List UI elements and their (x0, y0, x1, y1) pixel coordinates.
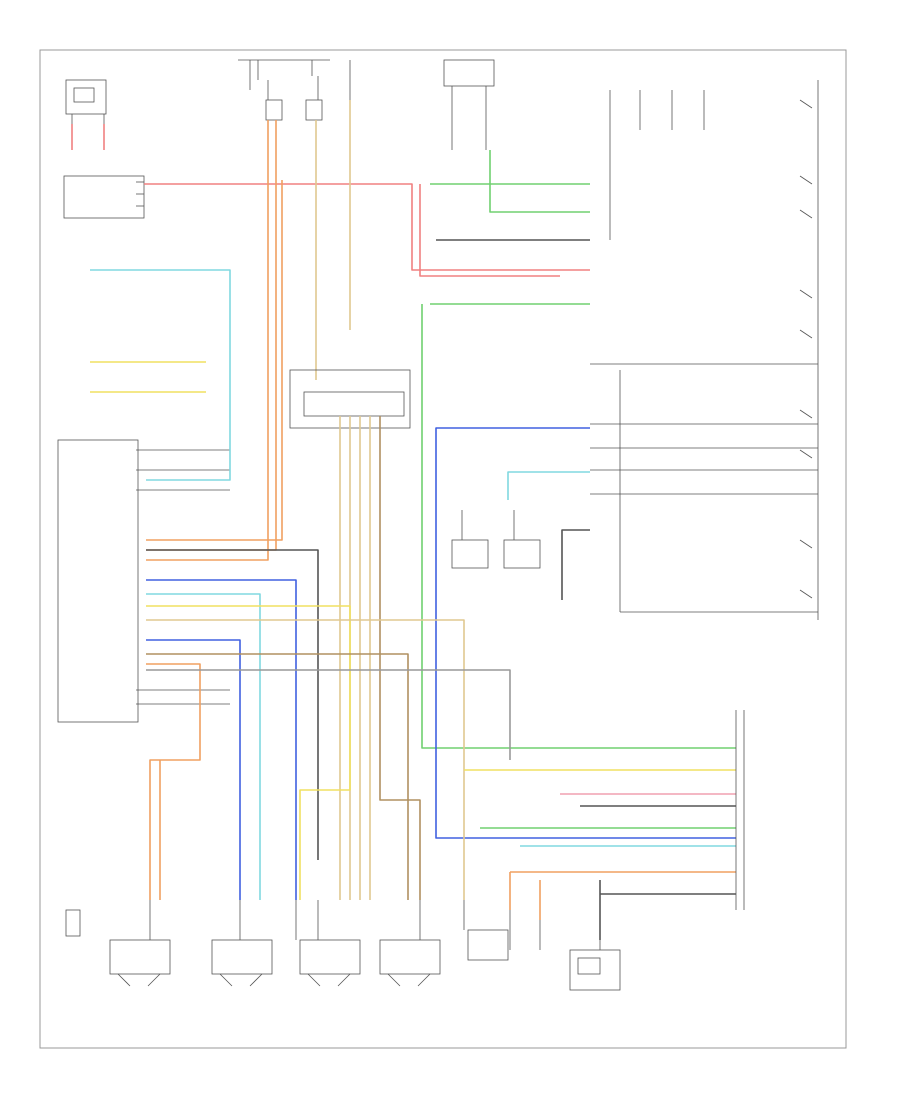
right-switch-block (590, 80, 819, 620)
right-temp-actuator (299, 939, 361, 987)
wire-yellow-left-3 (146, 605, 351, 900)
wire-brown-left (146, 653, 409, 900)
wire-orange-1 (146, 120, 269, 561)
hvac-control-module-connector (57, 439, 230, 723)
wire-cyan-right (507, 471, 590, 500)
ground-stubs (149, 900, 601, 950)
mode-actuator (379, 939, 441, 987)
wire-green-main (421, 303, 736, 749)
wire-cyan-left-2 (146, 593, 261, 900)
mid-sensors (451, 510, 541, 569)
wire-red-main (144, 183, 590, 271)
wire-dk-gray-left (146, 549, 319, 860)
wire-red-branch (419, 184, 560, 277)
wire-orange-bottom (509, 871, 736, 910)
bottom-left-sensor (65, 909, 81, 937)
wire-tan-left (146, 619, 465, 900)
top-relay (443, 59, 495, 150)
ambient-sensor (467, 929, 509, 961)
wire-orange-left (146, 663, 201, 900)
blower-control-module (63, 175, 145, 219)
wire-cyan-left (90, 269, 231, 481)
wire-gray-left (146, 669, 511, 760)
top-fuse-group (238, 59, 351, 121)
wire-dk-gray-right (561, 529, 590, 600)
diagram-frame (39, 49, 847, 1049)
wire-blue-left-2 (146, 639, 241, 900)
wire-brown-bundle-1 (379, 416, 421, 900)
right-terminal-block (735, 710, 745, 910)
wire-blue-left (146, 579, 297, 900)
wire-green-top-2 (489, 150, 590, 213)
left-temp-actuator (211, 939, 273, 987)
wire-blue-right (435, 427, 736, 839)
wire-orange-3 (146, 180, 283, 541)
ac-compressor-relay (569, 949, 621, 991)
recirc-actuator (109, 939, 171, 987)
